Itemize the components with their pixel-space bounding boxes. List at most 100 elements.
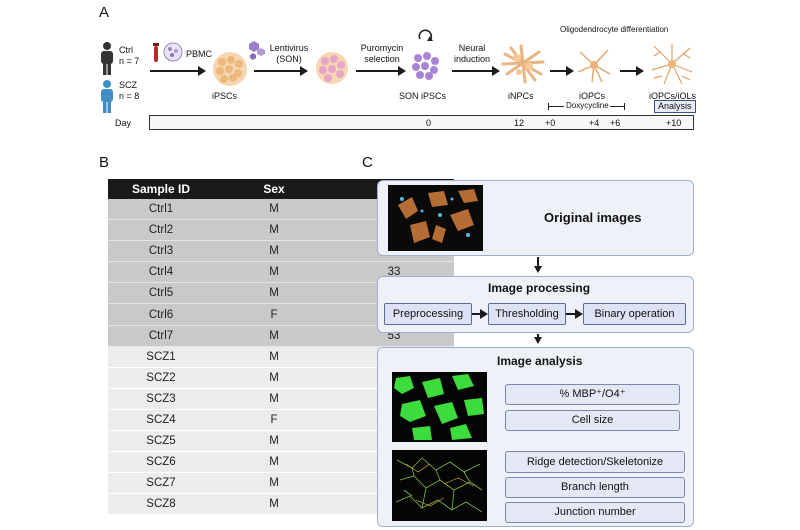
sample-id-cell: Ctrl5	[108, 282, 214, 305]
puromycin-label: Puromycin	[360, 43, 404, 53]
son-ipscs-label: SON iPSCs	[399, 91, 447, 101]
arrow-proc-1-head	[480, 309, 488, 319]
original-image-thumbnail	[388, 185, 483, 251]
arrow-proc-2-head	[575, 309, 583, 319]
arrow-5-head	[566, 66, 574, 76]
mbp-o4-metric: % MBP⁺/O4⁺	[505, 384, 680, 405]
sample-id-cell: SCZ8	[108, 493, 214, 516]
sex-cell: M	[214, 325, 334, 347]
skeleton-image	[392, 450, 487, 521]
arrow-4	[452, 70, 494, 72]
scz-person-icon	[101, 80, 113, 113]
junction-number-metric: Junction number	[505, 502, 685, 523]
panel-b-letter: B	[99, 154, 110, 171]
thresholding-step: Thresholding	[488, 303, 566, 325]
arrow-5	[550, 70, 568, 72]
transduced-colony-icon	[316, 52, 348, 84]
iopcs-label: iOPCs	[579, 91, 606, 101]
sex-cell: M	[214, 240, 334, 263]
arrow-2-head	[300, 66, 308, 76]
arrow-1	[150, 70, 200, 72]
sex-cell: F	[214, 409, 334, 432]
neural-label: Neural	[458, 43, 486, 53]
arrow-3	[356, 70, 400, 72]
day-tick-p6: +6	[610, 118, 621, 128]
sex-cell: M	[214, 388, 334, 410]
ctrl-label: Ctrl	[119, 45, 133, 55]
preprocessing-step: Preprocessing	[384, 303, 472, 325]
day-label: Day	[115, 118, 132, 128]
sample-id-cell: SCZ4	[108, 409, 214, 432]
arrow-c2-head	[534, 337, 542, 344]
binary-mask-image	[392, 372, 487, 442]
doxycycline-label: Doxycycline	[566, 101, 609, 110]
panel-c-letter: C	[362, 154, 373, 171]
image-analysis-title: Image analysis	[497, 354, 583, 368]
lentivirus-label: Lentivirus	[269, 43, 309, 53]
arrow-6	[620, 70, 638, 72]
sample-id-cell: Ctrl1	[108, 199, 214, 221]
ctrl-n: n = 7	[119, 56, 140, 66]
sample-id-cell: Ctrl2	[108, 219, 214, 242]
scz-label: SCZ	[119, 80, 137, 90]
arrow-c2	[537, 334, 539, 338]
blood-tube-icon	[153, 43, 159, 62]
sex-cell: M	[214, 472, 334, 495]
day-tick-0: 0	[426, 118, 432, 128]
lentivirus-icon	[249, 41, 265, 60]
panel-a-letter: A	[99, 4, 110, 21]
day-timeline	[149, 115, 694, 130]
oligo-header: Oligodendrocyte differentiation	[560, 25, 669, 34]
sex-cell: M	[214, 346, 334, 368]
arrow-1-head	[198, 66, 206, 76]
arrow-3-head	[398, 66, 406, 76]
sample-table: Sample ID Sex Age Ctrl1M27Ctrl2M35Ctrl3M…	[108, 179, 454, 516]
son-ipsc-colony-icon	[412, 52, 439, 80]
analysis-box: Analysis	[654, 100, 696, 113]
day-tick-12: 12	[514, 118, 525, 128]
sample-id-cell: SCZ6	[108, 451, 214, 474]
table-row: Ctrl3M27	[108, 240, 454, 263]
dox-bracket-right	[624, 103, 625, 110]
sample-id-cell: Ctrl3	[108, 240, 214, 263]
day-tick-p10: +10	[666, 118, 682, 128]
sample-id-cell: SCZ2	[108, 367, 214, 389]
sample-id-cell: SCZ1	[108, 346, 214, 368]
cycle-arrow-icon	[418, 29, 433, 41]
arrow-4-head	[492, 66, 500, 76]
arrow-2	[254, 70, 302, 72]
day-tick-p4: +4	[589, 118, 600, 128]
header-sample-id: Sample ID	[108, 179, 214, 199]
original-images-title: Original images	[544, 210, 642, 225]
sample-id-cell: SCZ3	[108, 388, 214, 410]
neural-sub: induction	[453, 54, 491, 64]
ctrl-person-icon	[101, 42, 113, 75]
age-cell: 53	[334, 325, 454, 347]
table-row: SCZ5M55	[108, 430, 454, 453]
inpc-cells-icon	[501, 44, 545, 84]
sex-cell: M	[214, 493, 334, 516]
header-sex: Sex	[214, 179, 334, 199]
iopc-cells-icon	[577, 49, 611, 83]
binary-operation-step: Binary operation	[583, 303, 686, 325]
pbmc-cell-icon	[163, 42, 183, 62]
sample-id-cell: SCZ5	[108, 430, 214, 453]
sex-cell: M	[214, 367, 334, 389]
arrow-6-head	[636, 66, 644, 76]
puromycin-sub: selection	[364, 54, 400, 64]
ipscs-label: iPSCs	[212, 91, 238, 101]
arrow-c1	[537, 257, 539, 267]
dox-bracket-line-left	[548, 106, 564, 107]
ipsc-colony-icon	[213, 52, 247, 86]
sample-id-cell: Ctrl4	[108, 261, 214, 284]
scz-n: n = 8	[119, 91, 140, 101]
ridge-detection-metric: Ridge detection/Skeletonize	[505, 451, 685, 473]
inpcs-label: iNPCs	[508, 91, 534, 101]
branch-length-metric: Branch length	[505, 477, 685, 498]
sample-id-cell: Ctrl7	[108, 325, 214, 347]
cell-size-metric: Cell size	[505, 410, 680, 431]
sample-id-cell: SCZ7	[108, 472, 214, 495]
sex-cell: F	[214, 303, 334, 326]
arrow-proc-1	[472, 313, 481, 315]
